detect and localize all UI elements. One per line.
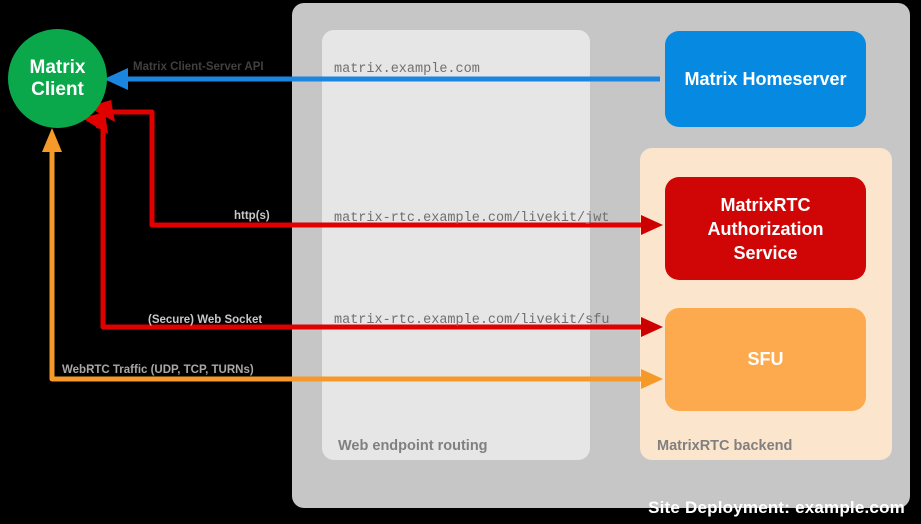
- auth-service-label-line3: Service: [733, 242, 798, 263]
- endpoint-url-sfu: matrix-rtc.example.com/livekit/sfu: [334, 313, 610, 328]
- matrixrtc-backend-label: MatrixRTC backend: [657, 438, 793, 454]
- endpoint-url-jwt: matrix-rtc.example.com/livekit/jwt: [334, 211, 610, 226]
- node-matrix-homeserver[interactable]: Matrix Homeserver: [665, 31, 866, 127]
- site-deployment-label: Site Deployment: example.com: [648, 498, 905, 517]
- matrix-client-label-line2: Client: [31, 78, 84, 100]
- node-matrix-client[interactable]: Matrix Client: [8, 29, 107, 128]
- auth-service-label-line2: Authorization: [707, 218, 824, 239]
- auth-service-label-line1: MatrixRTC: [720, 194, 811, 215]
- matrix-homeserver-label: Matrix Homeserver: [684, 68, 847, 89]
- matrix-client-label-line1: Matrix: [29, 56, 86, 78]
- web-endpoint-routing-container: [322, 30, 590, 460]
- node-sfu[interactable]: SFU: [665, 308, 866, 411]
- connection-label-webrtc-traffic: WebRTC Traffic (UDP, TCP, TURNs): [62, 364, 254, 376]
- node-matrixrtc-authorization-service[interactable]: MatrixRTC Authorization Service: [665, 177, 866, 280]
- connection-label-secure-web-socket: (Secure) Web Socket: [148, 314, 263, 326]
- web-endpoint-routing-label: Web endpoint routing: [338, 438, 488, 454]
- endpoint-url-matrix: matrix.example.com: [334, 62, 480, 77]
- connection-label-matrix-client-server-api: Matrix Client-Server API: [133, 61, 264, 73]
- sfu-label: SFU: [747, 349, 784, 369]
- connection-label-https: http(s): [234, 210, 270, 222]
